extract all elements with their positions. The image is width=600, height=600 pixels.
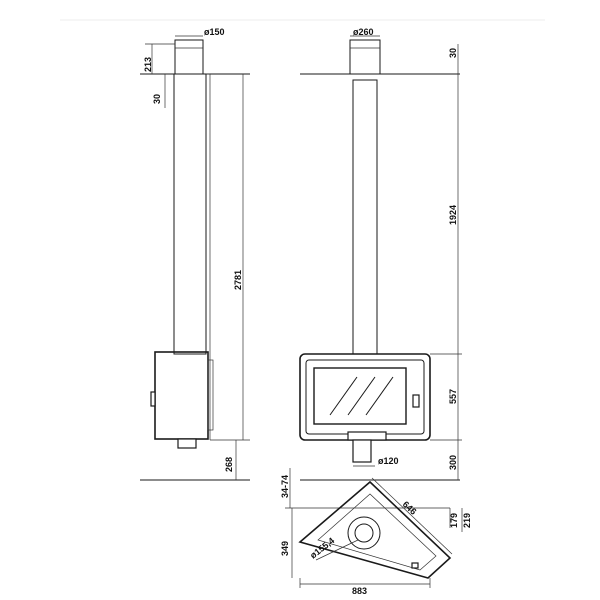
front-outlet [352,439,372,463]
front-pipe-length: 1924 [448,205,458,225]
front-glass-glare-2 [347,376,376,416]
side-pipe [173,73,207,355]
top-depth: 349 [280,541,290,556]
side-ceiling-offset: 30 [152,94,162,104]
side-flue-top-height: 213 [143,57,153,72]
front-floor-clearance: 300 [448,455,458,470]
side-stove-front [207,359,214,431]
top-view: 34-74 646 179 219 349 ø155,4 883 [280,468,472,596]
front-pipe [352,79,378,355]
front-outlet-diameter: ø120 [378,456,399,466]
side-flue-collar [174,39,204,75]
top-dim-pipe-leader [315,539,359,561]
side-view: ø150 213 30 2781 268 [140,27,250,481]
front-base [347,431,387,441]
front-glass-glare-1 [329,376,358,416]
side-stove-body [154,351,209,440]
top-pipe-inner [354,523,374,543]
front-view: ø260 30 1924 557 300 ø120 [299,27,462,481]
top-pipe-outer [347,516,381,550]
front-flue-diameter: ø260 [353,27,374,37]
top-stove-outline [298,480,452,579]
top-handle [411,562,419,569]
side-flue-diameter: ø150 [204,27,225,37]
top-offset-small: 179 [449,513,459,528]
side-outlet [177,438,197,449]
side-handle [150,391,156,407]
top-width: 883 [352,586,367,596]
top-dim-646-line [371,477,453,555]
top-offset-large: 219 [462,513,472,528]
side-total-height: 2781 [233,270,243,290]
front-ceiling-offset: 30 [448,48,458,58]
front-glass-glare-3 [365,376,394,416]
front-flue-collar [349,39,381,75]
top-depth-range: 34-74 [280,475,290,498]
front-handle [412,394,420,408]
front-body-height: 557 [448,389,458,404]
front-glass [313,367,407,425]
top-stove-inner [317,493,437,571]
side-floor-clearance: 268 [224,457,234,472]
